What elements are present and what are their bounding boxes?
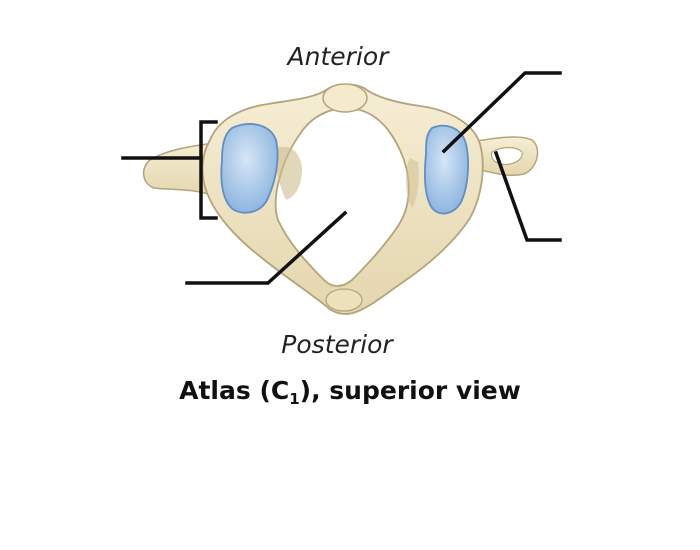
foramen-leader-line — [185, 210, 348, 285]
figure-caption: Atlas (C1), superior view — [0, 376, 700, 408]
anterior-tubercle — [322, 83, 368, 113]
caption-subscript: 1 — [289, 390, 300, 408]
right-facet-leader-line — [441, 71, 562, 154]
posterior-tubercle — [325, 288, 363, 312]
caption-prefix: Atlas (C — [179, 376, 290, 405]
leader-lines — [121, 71, 562, 285]
left-lateral-shadow — [272, 146, 302, 200]
atlas-vertebra — [142, 83, 539, 315]
posterior-label: Posterior — [281, 330, 393, 359]
caption-suffix: ), superior view — [299, 376, 521, 405]
anterior-label: Anterior — [287, 42, 389, 71]
right-transverse-leader-line — [493, 150, 562, 242]
left-bracket — [199, 120, 218, 220]
left-superior-articular-facet — [220, 123, 279, 214]
right-superior-articular-facet — [424, 124, 469, 215]
right-lateral-shadow — [405, 158, 419, 208]
